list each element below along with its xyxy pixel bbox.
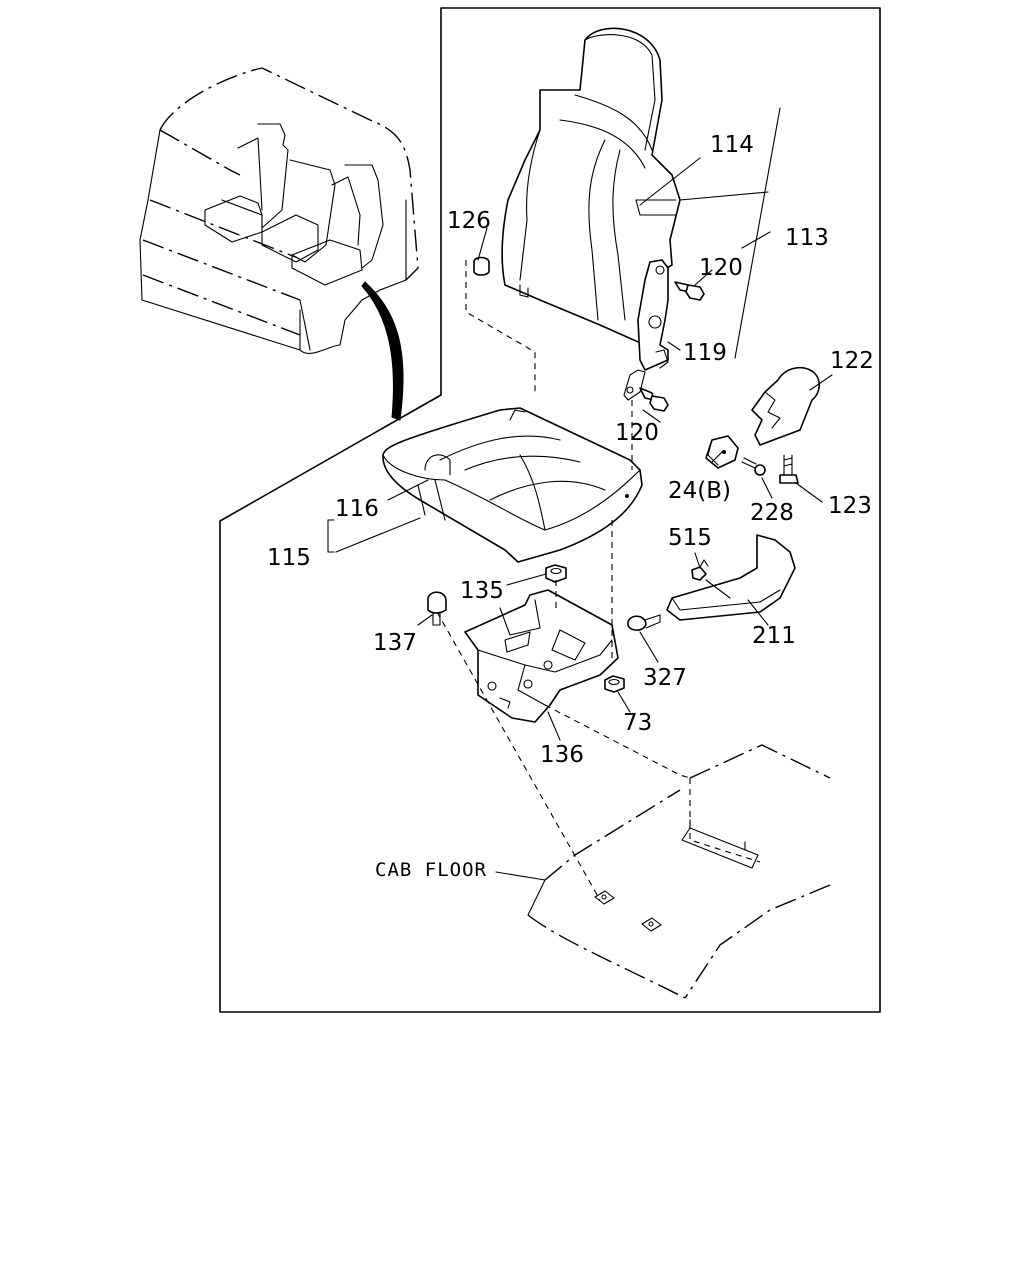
cab-overview-inset bbox=[139, 67, 419, 421]
callout-123: 123 bbox=[828, 493, 872, 519]
callout-73: 73 bbox=[623, 710, 652, 736]
cab-floor-panel bbox=[527, 744, 831, 999]
part-122-cover bbox=[751, 366, 821, 446]
callout-136: 136 bbox=[540, 742, 584, 768]
callout-113: 113 bbox=[785, 225, 829, 251]
part-327-screw bbox=[627, 614, 661, 631]
part-120-bolt-lower bbox=[639, 387, 669, 412]
part-211-handle bbox=[666, 534, 796, 621]
callout-24b: 24(B) bbox=[668, 478, 731, 504]
part-123-screw bbox=[779, 454, 799, 484]
seat-back-assembly bbox=[501, 27, 681, 401]
callout-228: 228 bbox=[750, 500, 794, 526]
callout-119: 119 bbox=[683, 340, 727, 366]
part-228-screw bbox=[741, 457, 766, 476]
callout-126: 126 bbox=[447, 208, 491, 234]
part-135-nut bbox=[545, 564, 567, 583]
leader-lines bbox=[327, 107, 833, 881]
callout-327: 327 bbox=[643, 665, 687, 691]
callout-137: 137 bbox=[373, 630, 417, 656]
seat-base-frame bbox=[464, 589, 619, 723]
part-120-bolt-upper bbox=[674, 281, 705, 301]
callout-115: 115 bbox=[267, 545, 311, 571]
pointer-arrow bbox=[361, 281, 404, 421]
callout-114: 114 bbox=[710, 132, 754, 158]
part-137-bolt bbox=[427, 591, 447, 626]
callout-120-upper: 120 bbox=[699, 255, 743, 281]
part-515-clip bbox=[691, 559, 709, 581]
part-126-cap bbox=[465, 256, 536, 395]
callout-cab-floor: CAB FLOOR bbox=[375, 859, 487, 881]
callout-122: 122 bbox=[830, 348, 874, 374]
callout-135: 135 bbox=[460, 578, 504, 604]
diagram-frame bbox=[219, 7, 881, 1013]
callout-120-lower: 120 bbox=[615, 420, 659, 446]
seat-cushion-assembly bbox=[382, 407, 643, 563]
part-73-nut bbox=[604, 675, 625, 693]
alignment-lines bbox=[436, 400, 691, 901]
callout-116: 116 bbox=[335, 496, 379, 522]
callout-515: 515 bbox=[668, 525, 712, 551]
callout-211: 211 bbox=[752, 623, 796, 649]
